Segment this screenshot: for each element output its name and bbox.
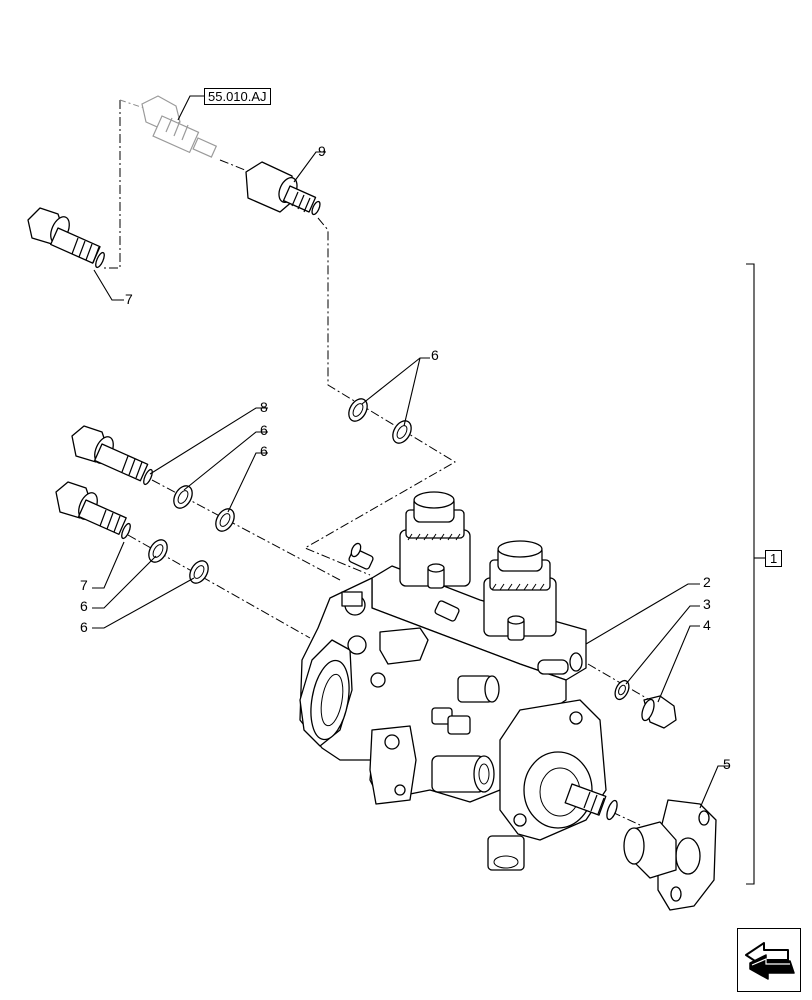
callout-6-b: 6 bbox=[260, 443, 268, 459]
washer-part-3 bbox=[614, 679, 630, 701]
reference-label-assembly-1: 1 bbox=[765, 550, 783, 567]
cover-part-5 bbox=[623, 799, 717, 911]
reference-fitting bbox=[141, 95, 218, 158]
callout-6-d: 6 bbox=[80, 619, 88, 635]
back-navigation-button[interactable] bbox=[737, 928, 801, 992]
callout-7-mid: 7 bbox=[80, 577, 88, 593]
callout-2: 2 bbox=[703, 574, 711, 590]
callout-6-c: 6 bbox=[80, 598, 88, 614]
callout-7-top: 7 bbox=[125, 291, 133, 307]
group-bracket bbox=[746, 263, 755, 885]
callout-numbers: 9 7 6 8 6 6 7 6 6 2 3 4 5 bbox=[80, 143, 731, 772]
bolt-part-7-mid bbox=[55, 481, 131, 540]
bolt-part-7-top bbox=[27, 207, 105, 269]
leader-lines bbox=[92, 95, 730, 809]
injection-pump-body bbox=[299, 491, 618, 871]
bolt-part-8 bbox=[71, 425, 153, 486]
washer-pair-upper bbox=[348, 398, 412, 444]
reference-label-55-010-aj: 55.010.AJ bbox=[204, 88, 271, 105]
plug-part-4 bbox=[641, 695, 677, 729]
callout-8: 8 bbox=[260, 399, 268, 415]
callout-6-upper: 6 bbox=[431, 347, 439, 363]
adapter-part-9 bbox=[245, 161, 321, 216]
callout-4: 4 bbox=[703, 617, 711, 633]
callout-5: 5 bbox=[723, 756, 731, 772]
callout-3: 3 bbox=[703, 596, 711, 612]
callout-9: 9 bbox=[318, 143, 326, 159]
arrow-back-icon bbox=[745, 942, 795, 980]
callout-6-a: 6 bbox=[260, 422, 268, 438]
washers-middle bbox=[148, 485, 235, 584]
